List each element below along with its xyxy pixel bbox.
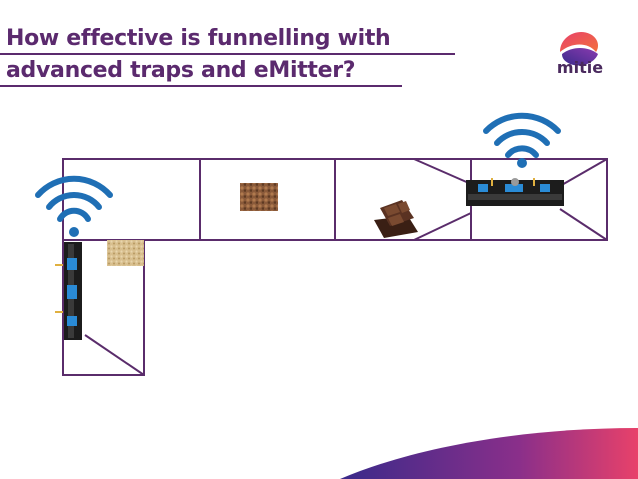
funnel-diagonal-5 xyxy=(84,334,145,376)
seeds-bait-icon xyxy=(107,240,144,266)
advanced-trap-icon xyxy=(55,242,82,340)
slide-title-line-2: advanced traps and eMitter? xyxy=(6,58,356,83)
funnel-diagonal-2 xyxy=(413,212,472,241)
oats-bait-icon xyxy=(240,183,278,211)
wifi-signal-icon xyxy=(483,112,561,158)
funnel-diagonal-3 xyxy=(559,158,608,187)
bottom-wave-decoration xyxy=(340,428,638,479)
title-underline-2 xyxy=(0,85,402,87)
wifi-signal-dot xyxy=(69,227,79,237)
funnel-diagonal-1 xyxy=(413,158,472,185)
title-underline-1 xyxy=(0,53,455,55)
chocolate-bait-icon xyxy=(374,200,418,238)
wifi-signal-icon xyxy=(35,175,113,222)
mitie-logo-text: mitie xyxy=(556,58,604,77)
mitie-logo-icon xyxy=(560,32,598,66)
funnel-diagonal-4 xyxy=(559,208,608,241)
wifi-signal-dot xyxy=(517,158,527,168)
duct-section-vertical xyxy=(62,239,145,376)
slide-title-line-1: How effective is funnelling with xyxy=(6,26,391,51)
advanced-trap-icon xyxy=(466,178,564,206)
duct-section-1 xyxy=(62,158,201,241)
